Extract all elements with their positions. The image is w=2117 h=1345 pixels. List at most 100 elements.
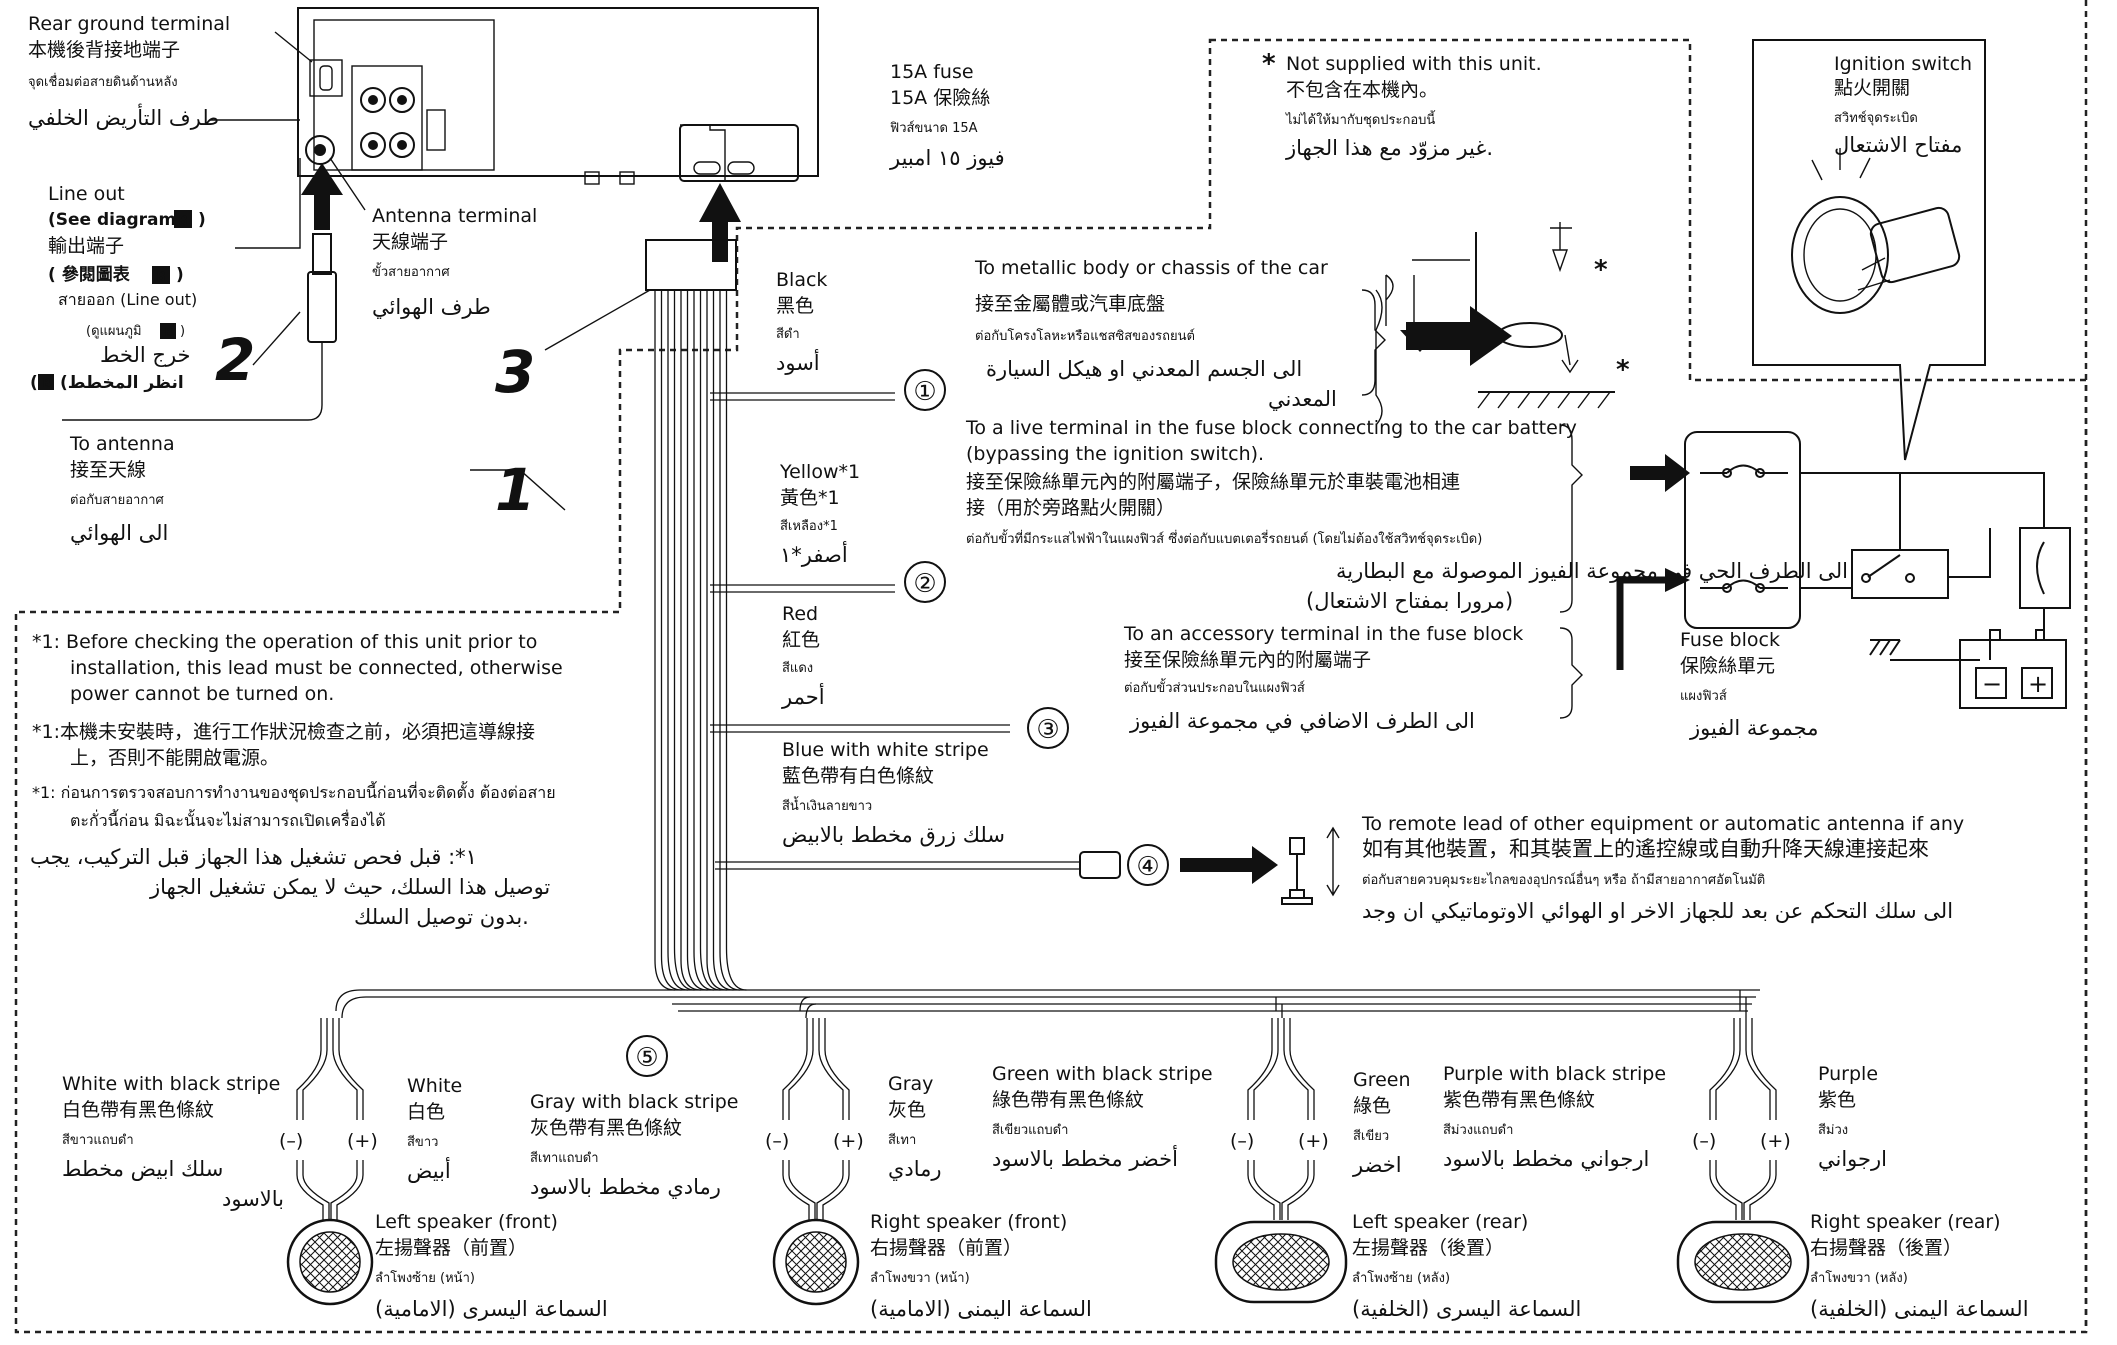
svg-text:(مرورا بمفتاح الاشتعال): (مرورا بمفتاح الاشتعال) xyxy=(1306,589,1513,613)
svg-text:الى الهوائي: الى الهوائي xyxy=(70,521,168,545)
speaker-right-wire-label: Gray xyxy=(888,1073,933,1095)
polarity-minus: (–) xyxy=(765,1130,789,1152)
svg-text:To metallic body or chassis of: To metallic body or chassis of the car xyxy=(974,257,1328,279)
speaker-left-wire-label: سلك ابيض مخطط xyxy=(62,1157,223,1181)
antenna-terminal-label: Antenna terminal 天線端子 ขั้วสายอากาศ طرف ا… xyxy=(372,205,537,319)
rear-ground-label: Rear ground terminal 本機後背接地端子 จุดเชื่อมต… xyxy=(28,13,230,130)
speaker-name-label: ลำโพงขวา (หน้า) xyxy=(870,1270,970,1286)
star-marks: * * xyxy=(1594,255,1630,385)
circle-1: ① xyxy=(913,377,936,407)
polarity-plus: (+) xyxy=(1760,1130,1791,1152)
speaker-group: (–)(+)White with black stripe白色帶有黑色條紋สีข… xyxy=(62,1018,608,1321)
speaker-group: (–)(+)Gray with black stripe灰色帶有黑色條紋สีเท… xyxy=(530,1018,1092,1321)
speaker-name-label: ลำโพงซ้าย (หน้า) xyxy=(375,1270,475,1286)
circled-numbers xyxy=(626,369,1169,1077)
svg-text:power cannot be turned on.: power cannot be turned on. xyxy=(70,683,334,705)
svg-text:installation, this lead must b: installation, this lead must be connecte… xyxy=(70,657,563,679)
svg-text:點火開關: 點火開關 xyxy=(1834,77,1910,99)
speaker-name-label: Right speaker (rear) xyxy=(1810,1211,2001,1233)
svg-text:黃色*1: 黃色*1 xyxy=(780,487,840,509)
svg-text:*1: Before checking the operat: *1: Before checking the operation of thi… xyxy=(32,631,537,653)
svg-text:接（用於旁路點火開關）: 接（用於旁路點火開關） xyxy=(966,497,1175,519)
not-supplied-note: * Not supplied with this unit. 不包含在本機內。 … xyxy=(1262,49,1542,160)
svg-text:藍色帶有白色條紋: 藍色帶有白色條紋 xyxy=(782,765,934,787)
speaker-name-label: 左揚聲器（前置） xyxy=(375,1237,527,1259)
svg-text:สีน้ำเงินลายขาว: สีน้ำเงินลายขาว xyxy=(782,796,872,814)
svg-text:B: B xyxy=(42,376,51,390)
to-antenna-label: To antenna 接至天線 ต่อกับสายอากาศ الى الهوا… xyxy=(69,433,175,545)
speaker-right-wire-label: Green xyxy=(1353,1069,1411,1091)
speaker-right-wire-label: 綠色 xyxy=(1353,1095,1391,1117)
circle-3: ③ xyxy=(1036,715,1059,745)
speaker-cabling xyxy=(335,989,1760,1019)
svg-text:สีแดง: สีแดง xyxy=(782,660,813,676)
speaker-left-wire-label: 紫色帶有黑色條紋 xyxy=(1443,1089,1595,1111)
svg-text:จุดเชื่อมต่อสายดินด้านหลัง: จุดเชื่อมต่อสายดินด้านหลัง xyxy=(28,73,178,90)
svg-text:保險絲單元: 保險絲單元 xyxy=(1680,655,1775,677)
svg-text:أحمر: أحمر xyxy=(781,683,825,709)
svg-text:ต่อกับสายควบคุมระยะไกลของอุปกร: ต่อกับสายควบคุมระยะไกลของอุปกรณ์อื่นๆ หร… xyxy=(1362,871,1765,888)
svg-text:天線端子: 天線端子 xyxy=(372,231,448,253)
speaker-right-wire-label: اخضر xyxy=(1352,1153,1402,1177)
speaker-left-wire-label: ارجواني مخطط بالاسود xyxy=(1443,1147,1649,1171)
svg-text:ตะกั่วนี้ก่อน มิฉะนั้นจะไม่สาม: ตะกั่วนี้ก่อน มิฉะนั้นจะไม่สามารถเปิดเคร… xyxy=(70,809,386,830)
svg-text:15A 保險絲: 15A 保險絲 xyxy=(890,87,990,109)
svg-text:B: B xyxy=(178,214,188,229)
svg-text:不包含在本機內。: 不包含在本機內。 xyxy=(1286,79,1438,101)
dest-metal-label: To metallic body or chassis of the car 接… xyxy=(974,257,1337,411)
svg-text:Ignition switch: Ignition switch xyxy=(1834,53,1972,75)
speaker-left-wire-label: สีม่วงแถบดำ xyxy=(1443,1122,1513,1138)
svg-text:Fuse block: Fuse block xyxy=(1680,629,1780,651)
svg-text:): ) xyxy=(180,324,185,339)
svg-text:الى الطرف الحي في مجموعة الفيو: الى الطرف الحي في مجموعة الفيوز الموصولة… xyxy=(1336,559,1848,583)
speaker-name-label: Left speaker (front) xyxy=(375,1211,558,1233)
speaker-left-wire-label: Green with black stripe xyxy=(992,1063,1213,1085)
svg-text:接至金屬體或汽車底盤: 接至金屬體或汽車底盤 xyxy=(975,293,1165,315)
svg-text:*1:本機未安裝時，進行工作狀況檢查之前，必須把這導線接: *1:本機未安裝時，進行工作狀況檢查之前，必須把這導線接 xyxy=(32,721,535,743)
dest-acc-label: To an accessory terminal in the fuse blo… xyxy=(1123,623,1523,733)
svg-text:Rear ground terminal: Rear ground terminal xyxy=(28,13,230,35)
svg-text:*1: ก่อนการตรวจสอบการทำงานของช: *1: ก่อนการตรวจสอบการทำงานของชุดประกอบนี… xyxy=(32,781,556,803)
svg-text:To remote lead of other equipm: To remote lead of other equipment or aut… xyxy=(1361,813,1964,835)
polarity-plus: (+) xyxy=(347,1130,378,1152)
speaker-name-label: 左揚聲器（後置） xyxy=(1352,1237,1504,1259)
svg-text:Red: Red xyxy=(782,603,818,625)
wire-red-label: Red 紅色 สีแดง أحمر xyxy=(781,603,825,709)
unit-callouts xyxy=(210,31,741,262)
note-block: *1: Before checking the operation of thi… xyxy=(30,631,563,929)
svg-text:(See diagram: (See diagram xyxy=(48,210,176,230)
speaker-group: (–)(+)Purple with black stripe紫色帶有黑色條紋สี… xyxy=(1443,1018,2029,1321)
svg-text:To an accessory terminal in th: To an accessory terminal in the fuse blo… xyxy=(1123,623,1523,645)
circle-5: ⑤ xyxy=(635,1043,658,1073)
svg-text:Line out: Line out xyxy=(48,183,125,205)
remote-antenna-icon xyxy=(1180,826,1340,905)
speaker-name-label: السماعة اليسرى (الخلفية) xyxy=(1352,1297,1581,1321)
speaker-name-label: 右揚聲器（後置） xyxy=(1810,1237,1962,1259)
polarity-minus: (–) xyxy=(1230,1130,1254,1152)
speaker-name-label: 右揚聲器（前置） xyxy=(870,1237,1022,1259)
svg-text:(: ( xyxy=(30,373,38,393)
polarity-plus: (+) xyxy=(833,1130,864,1152)
battery-minus: − xyxy=(1982,670,2002,698)
svg-text:B: B xyxy=(164,325,173,339)
svg-text:(انظر المخطط: (انظر المخطط xyxy=(60,373,184,393)
speaker-right-wire-label: 紫色 xyxy=(1818,1089,1856,1111)
speaker-left-wire-label: สีขาวแถบดำ xyxy=(62,1132,134,1148)
svg-text:مجموعة الفيوز: مجموعة الفيوز xyxy=(1689,716,1818,740)
svg-text:١*: قبل فحص تشغيل هذا الجهاز ق: ١*: قبل فحص تشغيل هذا الجهاز قبل التركيب… xyxy=(30,845,477,869)
speaker-name-label: ลำโพงซ้าย (หลัง) xyxy=(1352,1270,1450,1286)
svg-text:สายออก (Line out): สายออก (Line out) xyxy=(58,290,197,309)
svg-text:ไม่ได้ให้มากับชุดประกอบนี้: ไม่ได้ให้มากับชุดประกอบนี้ xyxy=(1285,110,1436,128)
svg-text:بدون توصيل السلك.: بدون توصيل السلك. xyxy=(354,905,529,929)
svg-text:接至保險絲單元內的附屬端子: 接至保險絲單元內的附屬端子 xyxy=(1124,649,1371,671)
speaker-name-label: السماعة اليمنى (الامامية) xyxy=(870,1297,1092,1321)
speaker-left-wire-label: สีเทาแถบดำ xyxy=(530,1150,599,1166)
wire-blue-label: Blue with white stripe 藍色帶有白色條紋 สีน้ำเงิ… xyxy=(782,739,1005,847)
svg-text:To antenna: To antenna xyxy=(69,433,175,455)
speaker-name-label: ลำโพงขวา (หลัง) xyxy=(1810,1270,1908,1286)
svg-text:*: * xyxy=(1616,355,1630,385)
speaker-right-wire-label: رمادي xyxy=(888,1157,942,1181)
polarity-plus: (+) xyxy=(1298,1130,1329,1152)
ignition-switch-label: Ignition switch 點火開關 สวิทช์จุดระเบิด مفت… xyxy=(1834,53,1972,157)
